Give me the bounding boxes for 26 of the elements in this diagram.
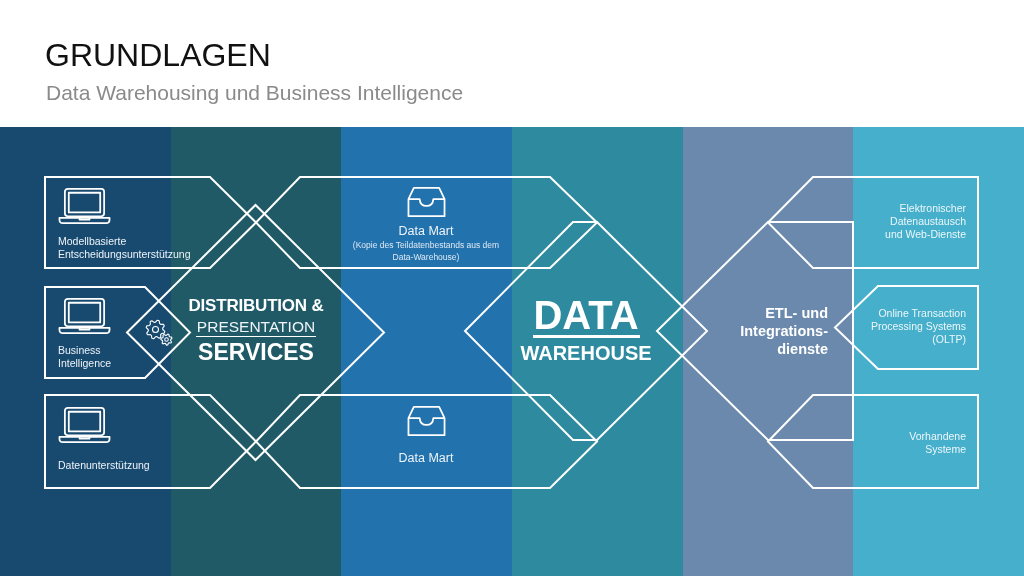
page-title: GRUNDLAGEN (45, 36, 271, 74)
hexagon-shape (463, 220, 709, 442)
hexagon-box (254, 393, 599, 490)
node-label: Data Mart (398, 224, 454, 239)
pentagon-box (43, 393, 258, 490)
pentagon-box (833, 284, 980, 371)
heading-text: DISTRIBUTION & (187, 295, 325, 316)
heading-text: PRESENTATION (196, 317, 316, 337)
note-text: (Kopie des Teildatenbestands aus dem Data-Warehouse) (352, 240, 500, 263)
node-label: Elektronischer Datenaustausch und Web-Dienste (884, 202, 966, 241)
pentagon-box (766, 175, 980, 270)
pentagon-box (43, 175, 258, 270)
node-label: Datenunterstützung (58, 459, 151, 472)
node-label: ETL- und Integrations- dienste (739, 304, 828, 358)
node-label: Data Mart (398, 451, 454, 466)
node-label: Online Transaction Processing Systems (OLTP) (869, 307, 966, 346)
subtitle-text: Data Warehousing und Business Intelligence (46, 80, 464, 105)
pentagon-shape (655, 220, 855, 442)
heading-text: DATA (532, 296, 640, 338)
node-label: Vorhandene Systeme (908, 430, 966, 456)
pentagon-box (766, 393, 980, 490)
hexagon-box (254, 175, 599, 270)
node-label: Business Intelligence (58, 344, 113, 370)
node-label: Modellbasierte Entscheidungsunterstützung (58, 235, 192, 261)
heading-text: WAREHOUSE (519, 341, 653, 365)
heading-text: SERVICES (197, 339, 315, 366)
